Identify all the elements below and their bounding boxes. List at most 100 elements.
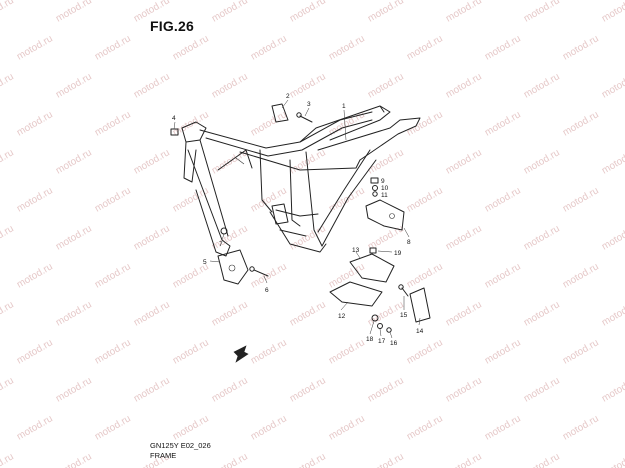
watermark-text: motod.ru <box>0 375 16 404</box>
watermark-text: motod.ru <box>93 185 133 214</box>
callout-16: 16 <box>390 340 398 347</box>
watermark-text: motod.ru <box>210 299 250 328</box>
callout-9: 9 <box>381 178 385 185</box>
watermark-text: motod.ru <box>600 71 625 100</box>
front-direction-arrow <box>233 345 249 363</box>
figure-title: FIG.26 <box>150 18 194 34</box>
watermark-text: motod.ru <box>210 0 250 25</box>
callout-3: 3 <box>307 101 311 108</box>
watermark-text: motod.ru <box>288 375 328 404</box>
part-4-bolt <box>170 128 179 136</box>
watermark-text: motod.ru <box>171 337 211 366</box>
watermark-text: motod.ru <box>288 223 328 252</box>
watermark-text: motod.ru <box>15 261 55 290</box>
watermark-text: motod.ru <box>0 299 16 328</box>
watermark-text: motod.ru <box>54 71 94 100</box>
watermark-text: motod.ru <box>54 147 94 176</box>
watermark-text: motod.ru <box>600 147 625 176</box>
watermark-text: motod.ru <box>444 299 484 328</box>
part-13-plate <box>349 253 395 283</box>
watermark-text: motod.ru <box>132 299 172 328</box>
part-12-plate <box>329 281 383 307</box>
watermark-text: motod.ru <box>0 223 16 252</box>
watermark-text: motod.ru <box>210 71 250 100</box>
part-8-bracket <box>365 199 405 231</box>
watermark-text: motod.ru <box>561 413 601 442</box>
watermark-text: motod.ru <box>366 451 406 468</box>
callout-13: 13 <box>352 247 360 254</box>
callout-15: 15 <box>400 312 408 319</box>
watermark-text: motod.ru <box>288 71 328 100</box>
watermark-text: motod.ru <box>405 109 445 138</box>
callout-5: 5 <box>203 259 207 266</box>
watermark-text: motod.ru <box>405 261 445 290</box>
callout-labels: 1 2 3 4 5 6 7 8 9 10 11 12 13 14 15 16 1… <box>172 93 424 347</box>
watermark-text: motod.ru <box>15 337 55 366</box>
watermark-text: motod.ru <box>600 451 625 468</box>
watermark-text: motod.ru <box>15 33 55 62</box>
watermark-text: motod.ru <box>444 451 484 468</box>
watermark-text: motod.ru <box>600 375 625 404</box>
callout-8: 8 <box>407 239 411 246</box>
watermark-text: motod.ru <box>132 71 172 100</box>
callout-4: 4 <box>172 115 176 122</box>
part-16-18-fasteners <box>371 314 392 333</box>
watermark-text: motod.ru <box>132 375 172 404</box>
watermark-text: motod.ru <box>210 375 250 404</box>
part-3-bolt <box>296 112 313 123</box>
watermark-text: motod.ru <box>444 147 484 176</box>
callout-17: 17 <box>378 338 386 345</box>
watermark-text: motod.ru <box>132 0 172 25</box>
watermark-text: motod.ru <box>600 0 625 25</box>
part-5-bracket <box>217 249 249 285</box>
watermark-text: motod.ru <box>93 337 133 366</box>
watermark-text: motod.ru <box>0 71 16 100</box>
watermark-text: motod.ru <box>288 451 328 468</box>
watermark-text: motod.ru <box>522 375 562 404</box>
watermark-text: motod.ru <box>444 71 484 100</box>
watermark-text: motod.ru <box>522 299 562 328</box>
watermark-text: motod.ru <box>561 337 601 366</box>
watermark-text: motod.ru <box>54 451 94 468</box>
part-6-bolt <box>249 266 269 277</box>
callout-7: 7 <box>219 241 223 248</box>
part-19-bolt <box>369 247 377 254</box>
watermark-text: motod.ru <box>0 0 16 25</box>
watermark-text: motod.ru <box>15 413 55 442</box>
part-9-10-11-fasteners <box>370 177 379 197</box>
watermark-text: motod.ru <box>561 185 601 214</box>
watermark-text: motod.ru <box>561 261 601 290</box>
watermark-text: motod.ru <box>288 299 328 328</box>
watermark-text: motod.ru <box>249 337 289 366</box>
watermark-text: motod.ru <box>249 413 289 442</box>
watermark-text: motod.ru <box>327 413 367 442</box>
watermark-text: motod.ru <box>327 337 367 366</box>
watermark-text: motod.ru <box>444 223 484 252</box>
watermark-text: motod.ru <box>249 261 289 290</box>
callout-2: 2 <box>286 93 290 100</box>
watermark-text: motod.ru <box>54 375 94 404</box>
watermark-text: motod.ru <box>600 223 625 252</box>
watermark-text: motod.ru <box>483 109 523 138</box>
watermark-text: motod.ru <box>483 337 523 366</box>
watermark-text: motod.ru <box>405 413 445 442</box>
watermark-text: motod.ru <box>483 413 523 442</box>
watermark-text: motod.ru <box>210 223 250 252</box>
watermark-text: motod.ru <box>93 109 133 138</box>
watermark-text: motod.ru <box>132 147 172 176</box>
watermark-text: motod.ru <box>366 71 406 100</box>
watermark-text: motod.ru <box>171 413 211 442</box>
figure-code: GN125Y E02_026 <box>150 441 211 450</box>
watermark-text: motod.ru <box>249 33 289 62</box>
watermark-text: motod.ru <box>249 185 289 214</box>
watermark-text: motod.ru <box>405 337 445 366</box>
watermark-text: motod.ru <box>171 33 211 62</box>
watermark-text: motod.ru <box>600 299 625 328</box>
watermark-text: motod.ru <box>405 185 445 214</box>
watermark-text: motod.ru <box>522 147 562 176</box>
watermark-text: motod.ru <box>54 223 94 252</box>
watermark-text: motod.ru <box>561 109 601 138</box>
